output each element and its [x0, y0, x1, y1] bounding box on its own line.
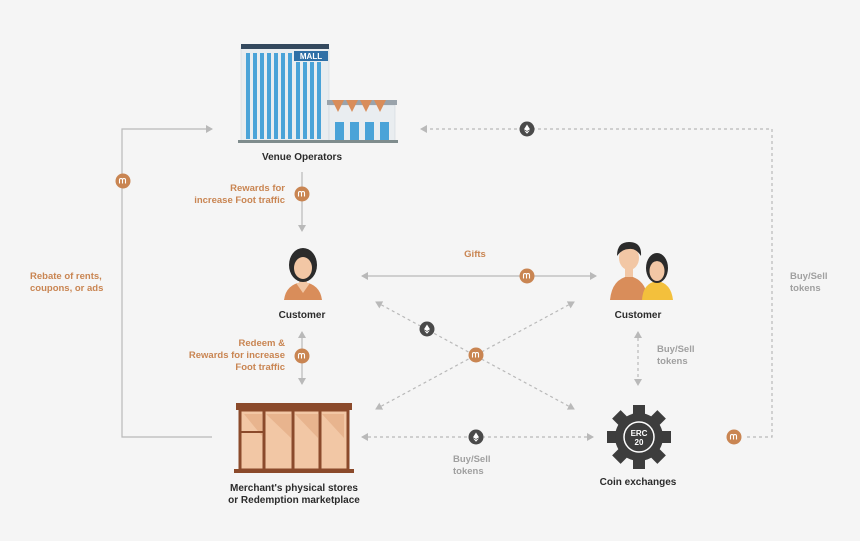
mall-building-icon: MALL [238, 44, 398, 143]
m-token-icon [294, 348, 310, 364]
rebate-line [121, 125, 213, 438]
coin-exchanges-label: Coin exchanges [599, 477, 677, 488]
m-token-icon [115, 173, 131, 189]
mall-sign-text: MALL [300, 52, 322, 61]
rewards-foot-line1: Rewards for [230, 183, 285, 194]
buysell-right-label: Buy/Sell tokens [790, 271, 850, 295]
gear-text-20: 20 [635, 438, 644, 447]
buysell-mid-label: Buy/Sell tokens [657, 344, 717, 368]
ethereum-icon [419, 321, 435, 337]
buysell-bottom-line2: tokens [453, 466, 484, 477]
erc20-gear-icon: ERC 20 [607, 405, 671, 469]
gear-text-erc: ERC [631, 429, 648, 438]
rebate-line2: coupons, or ads [30, 283, 104, 294]
connectors [121, 125, 773, 441]
customer-right-label: Customer [614, 310, 662, 321]
merchant-label-line1: Merchant's physical stores [230, 483, 358, 494]
merchant-label: Merchant's physical stores or Redemption… [204, 483, 384, 507]
m-token-icon [468, 347, 484, 363]
ethereum-icon [468, 429, 484, 445]
customer-left-label: Customer [278, 310, 326, 321]
redeem-line2: Rewards for increase [188, 350, 285, 361]
rebate-line1: Rebate of rents, [30, 271, 102, 282]
merchant-store-icon [234, 403, 354, 473]
buysell-bottom-label: Buy/Sell tokens [453, 454, 513, 478]
gifts-label: Gifts [464, 249, 486, 260]
rewards-foot-label: Rewards for increase Foot traffic [160, 183, 285, 207]
customer-woman-icon [284, 248, 322, 300]
rewards-foot-line2: increase Foot traffic [194, 195, 285, 206]
buysell-right-line2: tokens [790, 283, 821, 294]
m-token-icon [726, 429, 742, 445]
cross-line-b [375, 301, 575, 410]
buysell-right-line1: Buy/Sell [790, 271, 828, 282]
buysell-bottom-line1: Buy/Sell [453, 454, 491, 465]
redeem-line1: Redeem & [238, 338, 285, 349]
buysell-mid-line2: tokens [657, 356, 688, 367]
buysell-mid-line1: Buy/Sell [657, 344, 695, 355]
customer-couple-icon [610, 242, 673, 300]
redeem-label: Redeem & Rewards for increase Foot traff… [160, 338, 285, 374]
ethereum-icon [519, 121, 535, 137]
merchant-label-line2: or Redemption marketplace [228, 495, 360, 506]
m-token-icon [294, 186, 310, 202]
redeem-line3: Foot traffic [235, 362, 285, 373]
buysell-right-line [420, 125, 773, 438]
rebate-label: Rebate of rents, coupons, or ads [30, 271, 120, 295]
venue-operators-label: Venue Operators [261, 152, 343, 163]
m-token-icon [519, 268, 535, 284]
